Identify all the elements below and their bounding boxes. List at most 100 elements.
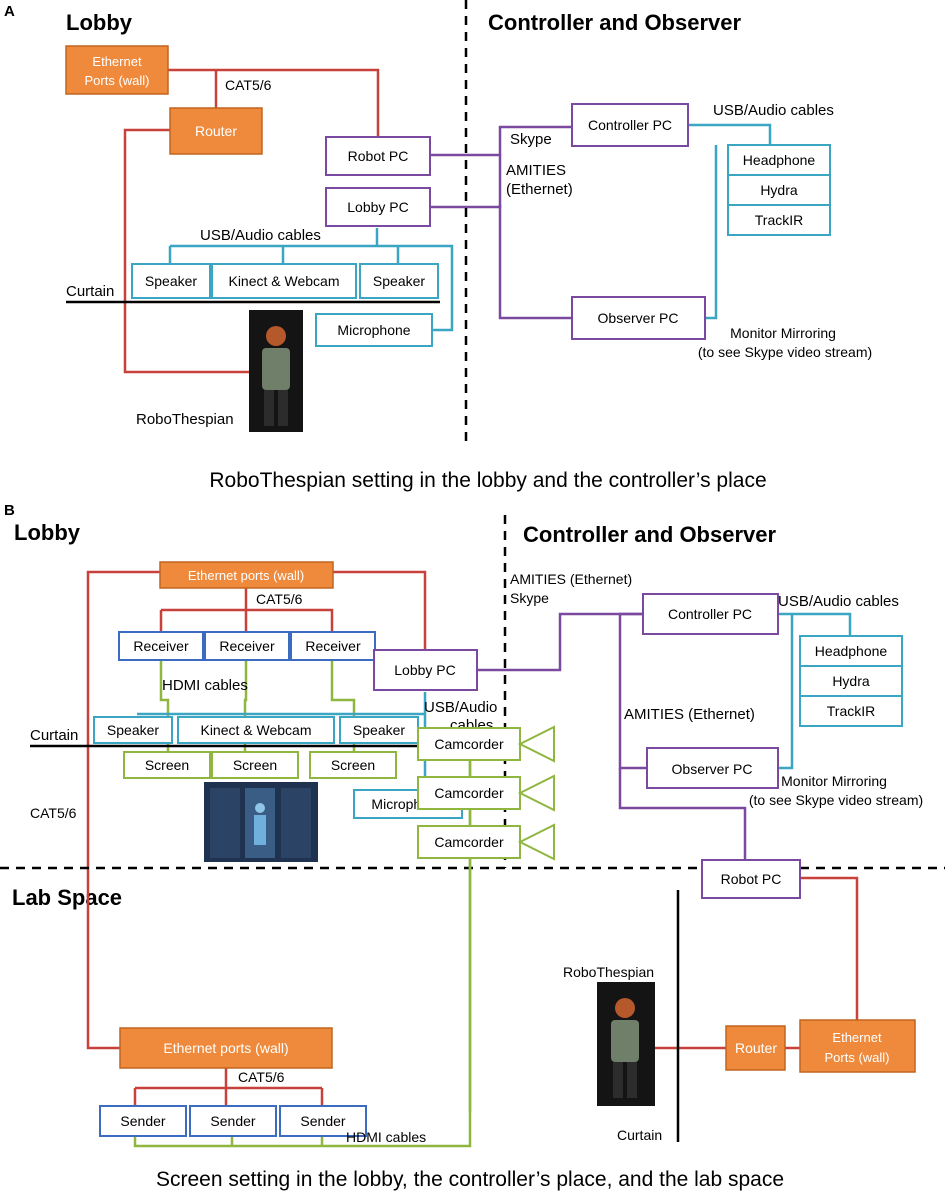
label-robothespian-a: RoboThespian <box>136 411 234 428</box>
speaker-left-label-b: Speaker <box>107 722 159 738</box>
camcorder-lens-1 <box>517 725 555 763</box>
receiver-label-2: Receiver <box>219 638 275 654</box>
lab-ethernet-final: Ethernet ports (wall) <box>119 1027 333 1069</box>
label-cat-left-b: CAT5/6 <box>30 805 77 821</box>
wire-controller-obs-b <box>778 614 794 770</box>
lobby-pc-box-a: Lobby PC <box>325 187 431 227</box>
panel-a-remote-heading: Controller and Observer <box>488 10 742 35</box>
microphone-box-a: Microphone <box>315 313 433 347</box>
router-box-b: Router <box>725 1025 786 1071</box>
router-label-a: Router <box>195 123 237 139</box>
headphone-label-b: Headphone <box>815 643 888 659</box>
hydra-box-a: Hydra <box>727 174 831 206</box>
wire-controller-usb <box>688 123 772 145</box>
receiver-label-3: Receiver <box>305 638 361 654</box>
wire-robot-pc-to-controller <box>430 125 572 157</box>
panel-a-wires <box>123 68 772 374</box>
headphone-box-b: Headphone <box>799 635 903 667</box>
observer-pc-box-b: Observer PC <box>646 747 779 789</box>
lobby-pc-box-b: Lobby PC <box>373 649 478 691</box>
sender-box-1-final: Sender <box>99 1105 187 1137</box>
label-cat-bottom-final: CAT5/6 <box>238 1069 285 1085</box>
speaker-left-label-a: Speaker <box>145 273 197 289</box>
ethernet-ports-lab-wall-box: Ethernet Ports (wall) <box>799 1019 916 1073</box>
ethernet-ports-box-a: Ethernet Ports (wall) <box>65 45 169 95</box>
camcorder-box-2: Camcorder <box>417 774 555 812</box>
microphone-label-a: Microphone <box>337 322 410 338</box>
controller-pc-label-a: Controller PC <box>588 117 672 133</box>
wire-eth-to-senders-final <box>133 1068 324 1106</box>
wire-controller-to-robot-b <box>618 768 747 860</box>
wire-usb-drops <box>168 246 400 264</box>
robothespian-photo-b <box>597 982 655 1106</box>
label-curtain-lab: Curtain <box>617 1127 662 1143</box>
speaker-right-label-a: Speaker <box>373 273 425 289</box>
router-box-a: Router <box>169 107 263 155</box>
label-amities-skype-b: AMITIES (Ethernet) Skype <box>510 571 636 606</box>
controller-pc-box-b: Controller PC <box>642 593 779 635</box>
camcorder-lens-3 <box>517 823 555 861</box>
ethernet-ports-lab-wall-label-2: Ports (wall) <box>824 1050 889 1065</box>
camcorder-box-3: Camcorder <box>417 823 555 861</box>
trackir-label-a: TrackIR <box>755 212 803 228</box>
panel-b-caption: Screen setting in the lobby, the control… <box>156 1168 784 1191</box>
speaker-right-box-b: Speaker <box>339 716 419 744</box>
wire-controller-usb-b <box>778 612 852 636</box>
wire-ethernet-to-robot-pc <box>168 68 380 137</box>
camcorder-box-1: Camcorder <box>417 725 555 763</box>
panel-a-lobby-heading: Lobby <box>66 10 133 35</box>
label-amities-a-2: (Ethernet) <box>506 181 573 198</box>
headphone-box-a: Headphone <box>727 144 831 176</box>
receiver-box-2: Receiver <box>204 631 290 661</box>
ethernet-ports-box-b: Ethernet ports (wall) <box>159 561 334 589</box>
speaker-right-box-a: Speaker <box>359 263 439 299</box>
panel-b-remote-heading: Controller and Observer <box>523 522 777 547</box>
sender-box-3-final: Sender <box>279 1105 367 1137</box>
wire-controller-to-observer-b <box>618 612 647 770</box>
ethernet-ports-label-a-1: Ethernet <box>92 54 142 69</box>
label-curtain-b: Curtain <box>30 727 78 744</box>
wire-lobby-pc-to-controller-b <box>477 612 643 672</box>
label-monitor-mirroring-b-1: Monitor Mirroring <box>781 773 887 789</box>
camcorder-label-3: Camcorder <box>434 834 504 850</box>
wire-controller-to-observer <box>705 145 718 320</box>
lobby-pc-label-a: Lobby PC <box>347 199 408 215</box>
label-curtain-a: Curtain <box>66 283 114 300</box>
trackir-box-a: TrackIR <box>727 204 831 236</box>
kinect-webcam-box-a: Kinect & Webcam <box>211 263 357 299</box>
receiver-label-1: Receiver <box>133 638 189 654</box>
screen-label-3: Screen <box>331 757 375 773</box>
label-hdmi-bottom-b: HDMI cables <box>346 1129 426 1145</box>
headphone-label-a: Headphone <box>743 152 816 168</box>
label-monitor-mirroring-b-2: (to see Skype video stream) <box>749 792 923 808</box>
label-amities-skype-b-2: Skype <box>510 590 549 606</box>
label-robothespian-b: RoboThespian <box>563 964 654 980</box>
panel-a-caption: RoboThespian setting in the lobby and th… <box>209 469 766 492</box>
camcorder-label-2: Camcorder <box>434 785 504 801</box>
label-hdmi-top-b: HDMI cables <box>162 677 248 694</box>
trackir-label-b: TrackIR <box>827 703 875 719</box>
sender-label-1: Sender <box>120 1113 165 1129</box>
lobby-pc-label-b: Lobby PC <box>394 662 455 678</box>
controller-pc-label-b: Controller PC <box>668 606 752 622</box>
speaker-left-box-b: Speaker <box>93 716 173 744</box>
ethernet-ports-label-b: Ethernet ports (wall) <box>188 568 304 583</box>
label-cat-top-b: CAT5/6 <box>256 591 303 607</box>
speaker-left-box-a: Speaker <box>131 263 211 299</box>
screen-label-2: Screen <box>233 757 277 773</box>
label-usb-audio-ctrl-b: USB/Audio cables <box>778 593 899 610</box>
wire-router-to-robot <box>123 128 252 374</box>
camcorder-lens-2 <box>517 774 555 812</box>
robothespian-photo-a <box>249 310 303 432</box>
panel-b-lobby-heading: Lobby <box>14 520 81 545</box>
robot-pc-box-a: Robot PC <box>325 136 431 176</box>
label-amities-a-1: AMITIES <box>506 162 566 179</box>
controller-pc-box-a: Controller PC <box>571 103 689 147</box>
robot-pc-label-a: Robot PC <box>348 148 409 164</box>
observer-pc-box-a: Observer PC <box>571 296 706 340</box>
sender-box-2-final: Sender <box>189 1105 277 1137</box>
trackir-box-b: TrackIR <box>799 695 903 727</box>
label-usb-audio-ctrl-a: USB/Audio cables <box>713 102 834 119</box>
panel-b-boxes: Ethernet ports (wall) Receiver Receiver … <box>93 561 916 1073</box>
